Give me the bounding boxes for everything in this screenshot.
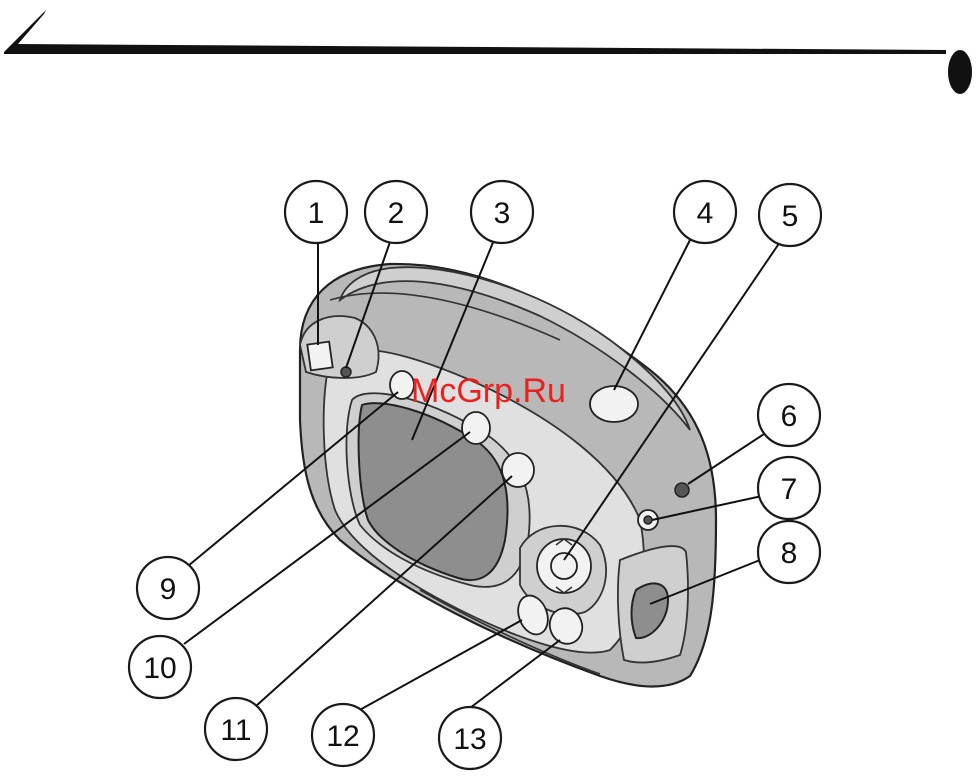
callout-7: 7 [758, 457, 820, 519]
callout-12: 12 [312, 704, 374, 766]
callout-number: 5 [782, 200, 799, 233]
callout-9: 9 [137, 557, 199, 619]
callout-number: 12 [326, 720, 359, 753]
callout-3: 3 [471, 181, 533, 243]
callout-number: 1 [308, 197, 325, 230]
callout-number: 4 [697, 197, 714, 230]
callout-10: 10 [129, 636, 191, 698]
callout-number: 9 [160, 573, 177, 606]
callout-6: 6 [758, 384, 820, 446]
header-rule [4, 10, 972, 94]
callout-1: 1 [285, 181, 347, 243]
callout-13: 13 [439, 707, 501, 769]
callout-number: 13 [453, 723, 486, 756]
callout-2: 2 [365, 181, 427, 243]
callout-number: 11 [220, 714, 251, 747]
callout-11: 11 [205, 698, 267, 760]
callout-number: 7 [781, 473, 798, 506]
callout-8: 8 [758, 521, 820, 583]
camera-body [300, 264, 716, 687]
callout-4: 4 [674, 181, 736, 243]
callout-number: 8 [781, 537, 798, 570]
callout-number: 6 [781, 400, 798, 433]
callout-number: 10 [143, 652, 176, 685]
callout-number: 2 [388, 197, 405, 230]
callout-number: 3 [494, 197, 511, 230]
watermark-text: McGrp.Ru [411, 372, 566, 410]
callout-5: 5 [759, 184, 821, 246]
